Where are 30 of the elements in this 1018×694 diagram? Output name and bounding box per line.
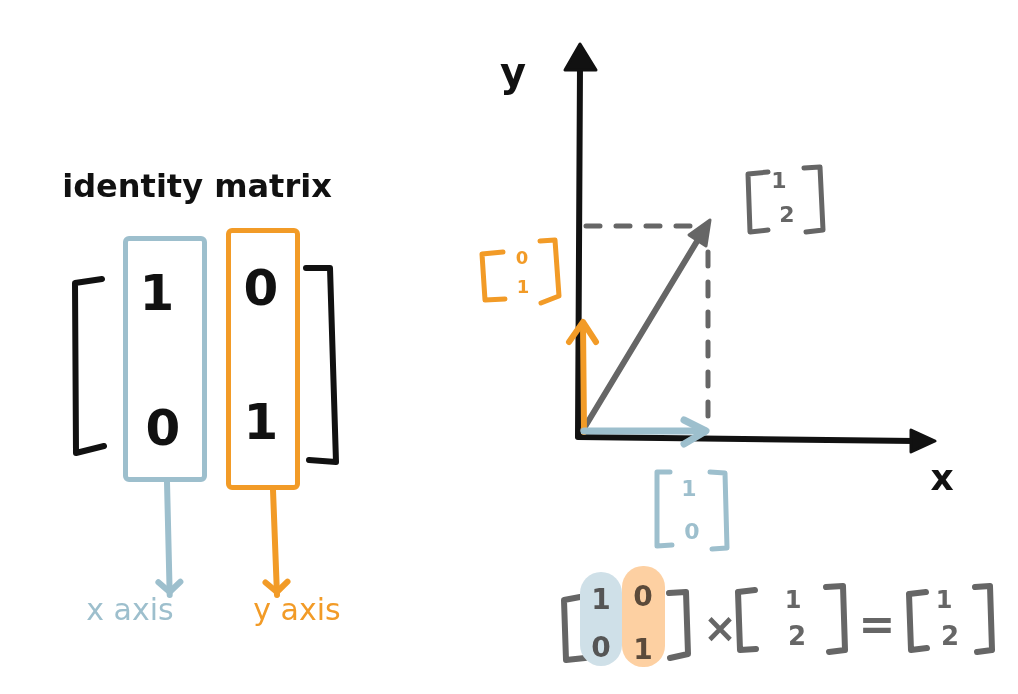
matrix-entry: 1	[243, 397, 279, 447]
vector-entry: 1	[516, 278, 530, 296]
arrow	[155, 479, 184, 598]
matrix-column	[226, 228, 300, 490]
matrix-entry: 0	[591, 634, 611, 662]
axis-label: x	[930, 460, 954, 496]
vector-entry: 1	[771, 170, 787, 192]
vector-entry: 2	[779, 204, 795, 226]
matrix-entry: 0	[243, 263, 279, 313]
arrow	[262, 487, 291, 598]
matrix-entry: 1	[591, 586, 611, 614]
axis-caption: y axis	[253, 595, 341, 625]
vector-entry: 1	[935, 588, 953, 612]
axis-caption: x axis	[86, 595, 174, 625]
vector-entry: 1	[681, 478, 697, 500]
vector-entry: 0	[515, 249, 529, 267]
vector-entry: 2	[940, 623, 960, 649]
column-highlight	[580, 572, 622, 666]
equals-sign: =	[858, 602, 896, 646]
multiplication-sign: ×	[703, 608, 737, 648]
vector-entry: 2	[787, 623, 807, 649]
matrix-entry: 0	[633, 583, 653, 611]
matrix-column	[123, 236, 207, 482]
matrix-entry: 0	[145, 403, 181, 453]
heading: identity matrix	[62, 170, 332, 202]
matrix-entry: 1	[139, 268, 175, 318]
column-highlight	[622, 566, 665, 667]
vector-entry: 1	[784, 588, 802, 612]
vector-entry: 0	[684, 521, 700, 543]
matrix-entry: 1	[633, 636, 653, 664]
